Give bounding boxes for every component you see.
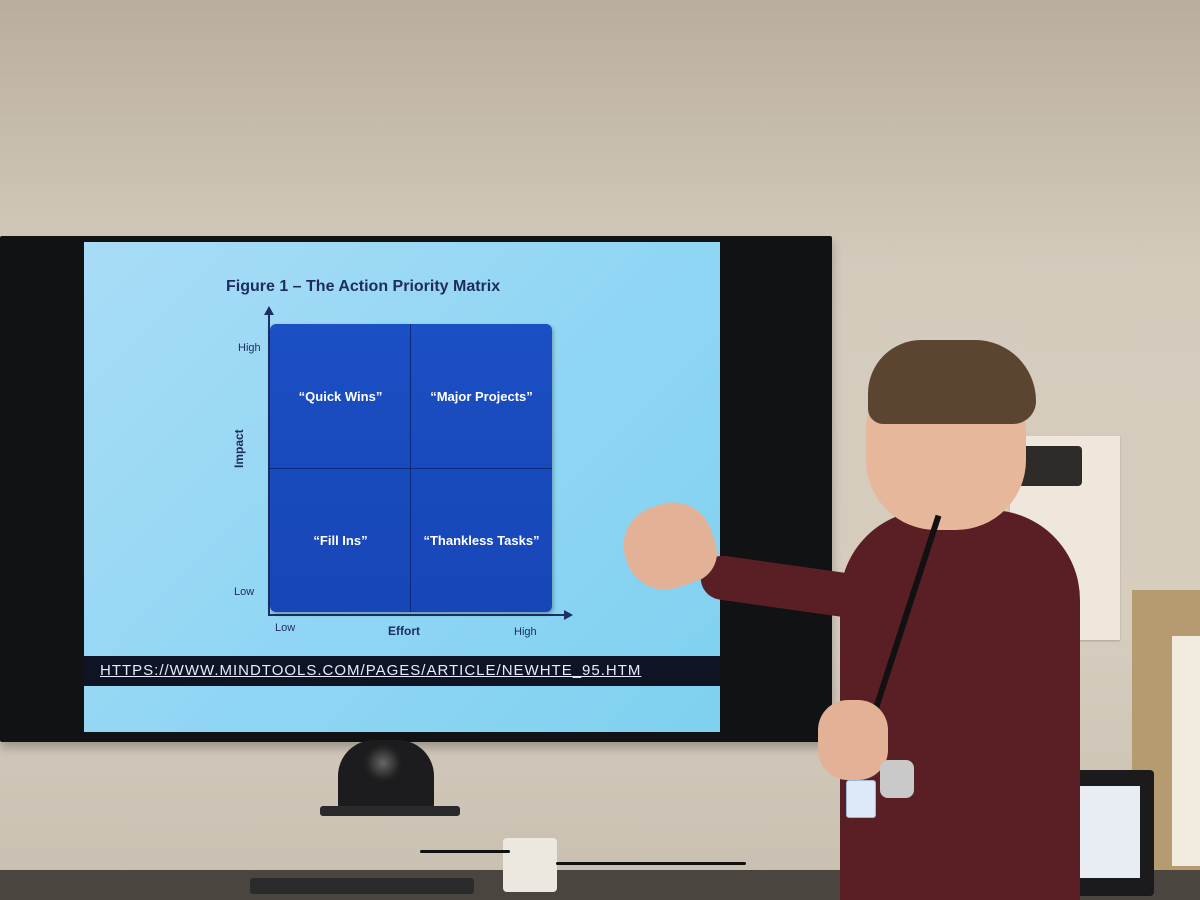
camera-lens-icon	[364, 744, 402, 782]
cable	[556, 862, 746, 865]
camera-mount	[320, 806, 460, 816]
presentation-slide: Figure 1 – The Action Priority Matrix Hi…	[84, 242, 720, 732]
url-caption-bar: HTTPS://WWW.MINDTOOLS.COM/PAGES/ARTICLE/…	[84, 656, 720, 686]
y-axis-low-label: Low	[234, 586, 255, 598]
wristwatch-icon	[880, 760, 914, 798]
y-axis-high-label: High	[238, 342, 261, 354]
x-axis-line	[268, 614, 568, 616]
cassette-graphic	[1018, 446, 1082, 486]
pinned-paper	[1172, 636, 1200, 866]
y-axis-title: Impact	[232, 429, 246, 468]
tabletop-device	[503, 838, 557, 892]
tv-display: Figure 1 – The Action Priority Matrix Hi…	[0, 236, 832, 742]
matrix-horizontal-divider	[270, 468, 552, 469]
quadrant-thankless-tasks: “Thankless Tasks”	[423, 532, 540, 548]
source-url: HTTPS://WWW.MINDTOOLS.COM/PAGES/ARTICLE/…	[100, 662, 642, 679]
name-badge	[846, 780, 876, 818]
quadrant-quick-wins: “Quick Wins”	[298, 388, 383, 404]
y-axis-line	[268, 310, 270, 616]
presenter-other-hand	[818, 700, 888, 780]
x-axis-arrow-icon	[564, 610, 573, 620]
y-axis-arrow-icon	[264, 306, 274, 315]
cable	[420, 850, 510, 853]
x-axis-low-label: Low	[275, 622, 296, 634]
quadrant-major-projects: “Major Projects”	[430, 388, 533, 404]
presenter-hair	[868, 340, 1036, 424]
keyboard	[250, 878, 474, 894]
x-axis-title: Effort	[388, 624, 420, 638]
slide-title: Figure 1 – The Action Priority Matrix	[226, 278, 501, 295]
conference-camera	[338, 740, 434, 814]
priority-matrix: “Quick Wins” “Major Projects” “Fill Ins”…	[270, 324, 552, 612]
x-axis-high-label: High	[514, 626, 537, 638]
quadrant-fill-ins: “Fill Ins”	[313, 532, 368, 548]
